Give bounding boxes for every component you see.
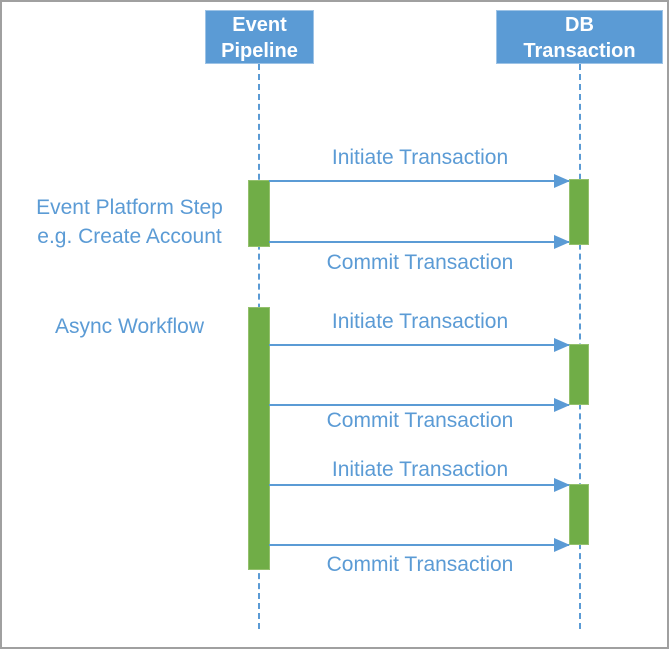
- activation-bar-async-workflow: [248, 307, 270, 570]
- participant-label-line: DB: [565, 14, 594, 36]
- message-label: Commit Transaction: [326, 409, 514, 432]
- message-arrow-initiate-2: [269, 338, 570, 352]
- activation-bar-db-transaction-3: [569, 484, 589, 545]
- message-label: Commit Transaction: [326, 553, 514, 576]
- participant-box-db-transaction: DB Transaction: [496, 10, 663, 64]
- annotation-line: Event Platform Step: [36, 196, 223, 219]
- message-arrow-initiate-1: [269, 174, 570, 188]
- participant-label-line: Pipeline: [221, 40, 298, 62]
- activation-bar-event-pipeline-step: [248, 180, 270, 247]
- message-arrow-commit-2: [269, 398, 570, 412]
- participant-box-event-pipeline: Event Pipeline: [205, 10, 314, 64]
- participant-label-line: Transaction: [523, 40, 636, 62]
- message-arrow-commit-1: [269, 235, 570, 249]
- annotation-line: e.g. Create Account: [37, 225, 222, 248]
- message-arrow-initiate-3: [269, 478, 570, 492]
- annotation-event-platform-step: Event Platform Step e.g. Create Account: [17, 193, 242, 251]
- message-label: Initiate Transaction: [331, 310, 509, 333]
- participant-label-line: Event: [232, 14, 287, 36]
- activation-bar-db-transaction-1: [569, 179, 589, 245]
- annotation-async-workflow: Async Workflow: [55, 315, 204, 338]
- message-label: Initiate Transaction: [331, 146, 509, 169]
- activation-bar-db-transaction-2: [569, 344, 589, 405]
- message-label: Commit Transaction: [326, 251, 514, 274]
- message-arrow-commit-3: [269, 538, 570, 552]
- message-label: Initiate Transaction: [331, 458, 509, 481]
